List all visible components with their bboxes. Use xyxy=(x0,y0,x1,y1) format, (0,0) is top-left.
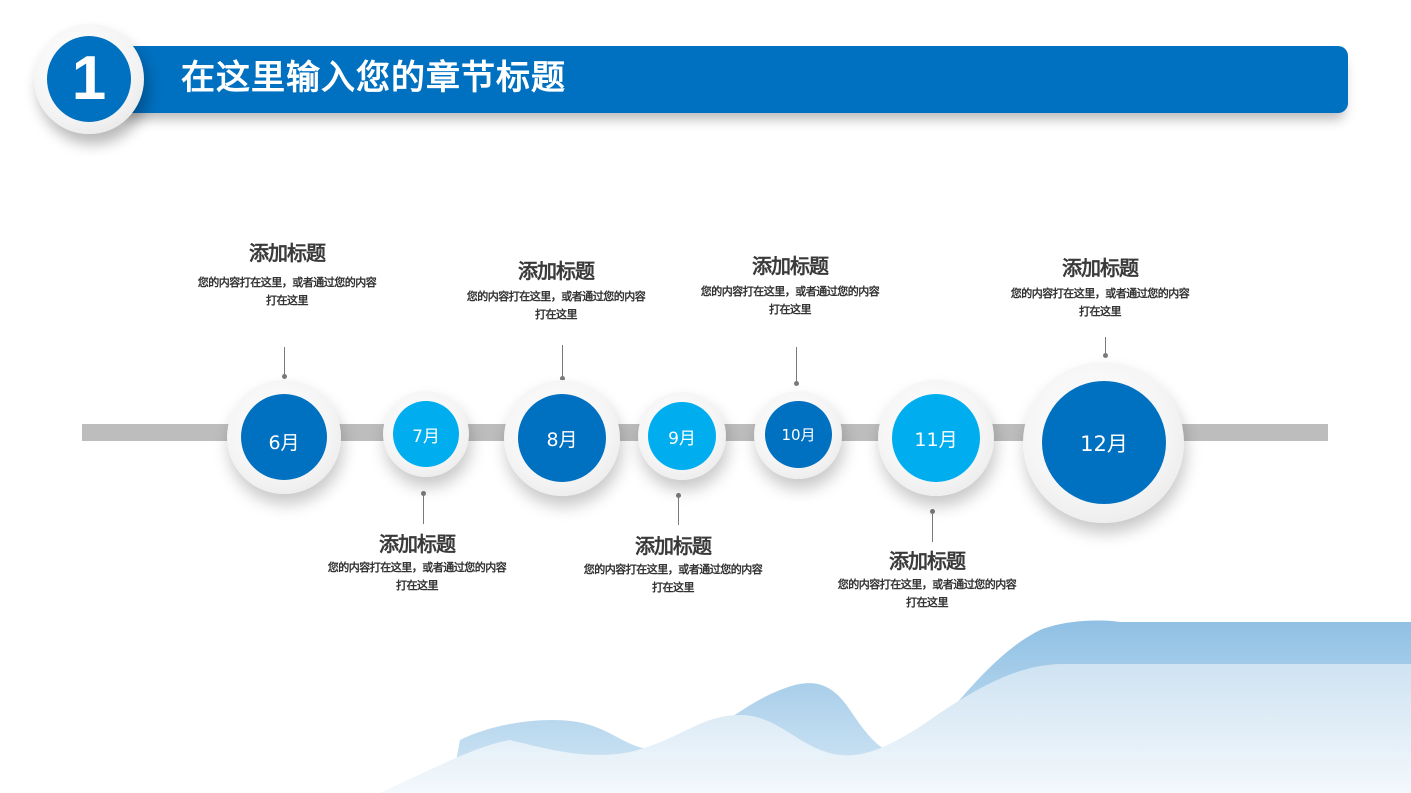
month-label: 11月 xyxy=(892,394,980,482)
section-number-badge: 1 xyxy=(34,24,144,134)
label-description: 您的内容打在这里，或者通过您的内容打在这里 xyxy=(327,561,507,592)
timeline-node-sep: 9月 xyxy=(638,392,726,480)
month-label: 12月 xyxy=(1042,381,1166,504)
month-label: 6月 xyxy=(241,394,327,480)
month-label: 10月 xyxy=(765,401,832,468)
label-title: 添加标题 xyxy=(635,534,712,558)
connector-dot xyxy=(1103,353,1108,358)
connector-dot xyxy=(560,376,565,381)
label-description: 您的内容打在这里，或者通过您的内容打在这里 xyxy=(1010,287,1190,318)
connector-line xyxy=(678,496,679,525)
timeline-node-aug: 8月 xyxy=(504,380,620,496)
decorative-waves xyxy=(380,620,1411,793)
timeline-label-jul: 添加标题 您的内容打在这里，或者通过您的内容打在这里 xyxy=(302,531,532,595)
label-title: 添加标题 xyxy=(752,254,829,278)
label-description: 您的内容打在这里，或者通过您的内容打在这里 xyxy=(583,563,763,594)
connector-line xyxy=(562,345,563,378)
timeline-node-jun: 6月 xyxy=(227,380,341,494)
timeline-label-sep: 添加标题 您的内容打在这里，或者通过您的内容打在这里 xyxy=(558,533,788,597)
section-header-bar xyxy=(120,46,1348,113)
connector-dot xyxy=(282,374,287,379)
label-description: 您的内容打在这里，或者通过您的内容打在这里 xyxy=(837,578,1017,609)
month-label: 7月 xyxy=(393,401,459,467)
connector-dot xyxy=(421,491,426,496)
label-title: 添加标题 xyxy=(249,241,326,265)
connector-line xyxy=(423,494,424,524)
connector-dot xyxy=(930,509,935,514)
timeline-label-aug: 添加标题 您的内容打在这里，或者通过您的内容打在这里 xyxy=(441,258,671,324)
timeline-label-dec: 添加标题 您的内容打在这里，或者通过您的内容打在这里 xyxy=(985,255,1215,321)
label-title: 添加标题 xyxy=(889,549,966,573)
timeline-node-dec: 12月 xyxy=(1023,362,1184,523)
timeline-label-jun: 添加标题 您的内容打在这里，或者通过您的内容打在这里 xyxy=(172,240,402,310)
connector-line xyxy=(796,347,797,382)
label-title: 添加标题 xyxy=(518,259,595,283)
section-number: 1 xyxy=(47,36,131,122)
section-title: 在这里输入您的章节标题 xyxy=(181,58,566,98)
connector-dot xyxy=(676,493,681,498)
connector-dot xyxy=(794,381,799,386)
timeline-label-oct: 添加标题 您的内容打在这里，或者通过您的内容打在这里 xyxy=(675,253,905,319)
timeline-label-nov: 添加标题 您的内容打在这里，或者通过您的内容打在这里 xyxy=(812,548,1042,612)
month-label: 9月 xyxy=(648,402,716,470)
label-title: 添加标题 xyxy=(379,532,456,556)
timeline-node-nov: 11月 xyxy=(878,380,994,496)
connector-line xyxy=(932,512,933,542)
label-title: 添加标题 xyxy=(1062,256,1139,280)
timeline-node-oct: 10月 xyxy=(754,391,842,479)
connector-line xyxy=(284,347,285,377)
label-description: 您的内容打在这里，或者通过您的内容打在这里 xyxy=(466,290,646,321)
label-description: 您的内容打在这里，或者通过您的内容打在这里 xyxy=(700,285,880,316)
label-description: 您的内容打在这里，或者通过您的内容打在这里 xyxy=(197,276,377,307)
connector-line xyxy=(1105,337,1106,353)
timeline-node-jul: 7月 xyxy=(383,391,469,477)
month-label: 8月 xyxy=(518,394,606,482)
